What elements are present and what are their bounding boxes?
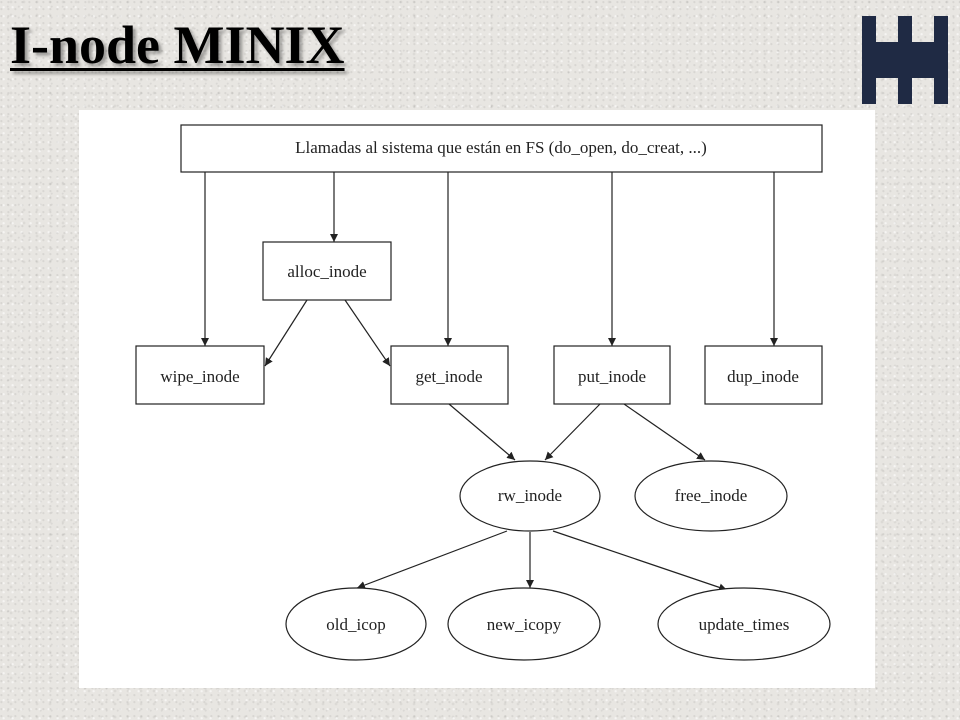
- node-free-inode: free_inode: [634, 460, 788, 532]
- node-rw-inode: rw_inode: [459, 460, 601, 532]
- node-rw-inode-label: rw_inode: [498, 486, 562, 505]
- graph-edges: [201, 172, 778, 592]
- node-new-icopy: new_icopy: [447, 587, 601, 661]
- node-new-icopy-label: new_icopy: [487, 615, 562, 634]
- edge-put_inode-rw_inode: [544, 403, 601, 461]
- node-free-inode-label: free_inode: [675, 486, 748, 505]
- node-syscalls-label: Llamadas al sistema que están en FS (do_…: [295, 138, 707, 157]
- edge-alloc_inode-get_inode: [344, 299, 391, 367]
- node-get-inode-label: get_inode: [415, 367, 482, 386]
- node-put-inode: put_inode: [553, 345, 671, 405]
- diagram-panel: Llamadas al sistema que están en FS (do_…: [79, 110, 875, 688]
- edge-get_inode-rw_inode: [448, 403, 516, 461]
- edge-alloc_inode-wipe_inode: [264, 299, 308, 367]
- node-get-inode: get_inode: [390, 345, 509, 405]
- graph-nodes: Llamadas al sistema que están en FS (do_…: [135, 124, 831, 661]
- node-old-icopy-label: old_icop: [326, 615, 386, 634]
- node-wipe-inode: wipe_inode: [135, 345, 265, 405]
- node-syscalls: Llamadas al sistema que están en FS (do_…: [180, 124, 823, 173]
- node-old-icopy: old_icop: [285, 587, 427, 661]
- edge-rw_inode-update_times: [552, 530, 728, 592]
- utn-logo-icon: [862, 16, 948, 104]
- node-update-times-label: update_times: [699, 615, 790, 634]
- node-dup-inode-label: dup_inode: [727, 367, 799, 386]
- node-wipe-inode-label: wipe_inode: [160, 367, 239, 386]
- node-alloc-inode-label: alloc_inode: [287, 262, 366, 281]
- slide-title: I-node MINIX: [10, 15, 345, 75]
- node-dup-inode: dup_inode: [704, 345, 823, 405]
- node-update-times: update_times: [657, 587, 831, 661]
- inode-call-graph: Llamadas al sistema que están en FS (do_…: [135, 124, 831, 661]
- node-put-inode-label: put_inode: [578, 367, 646, 386]
- node-alloc-inode: alloc_inode: [262, 241, 392, 301]
- edge-put_inode-free_inode: [623, 403, 706, 461]
- edge-rw_inode-old_icopy: [356, 530, 508, 589]
